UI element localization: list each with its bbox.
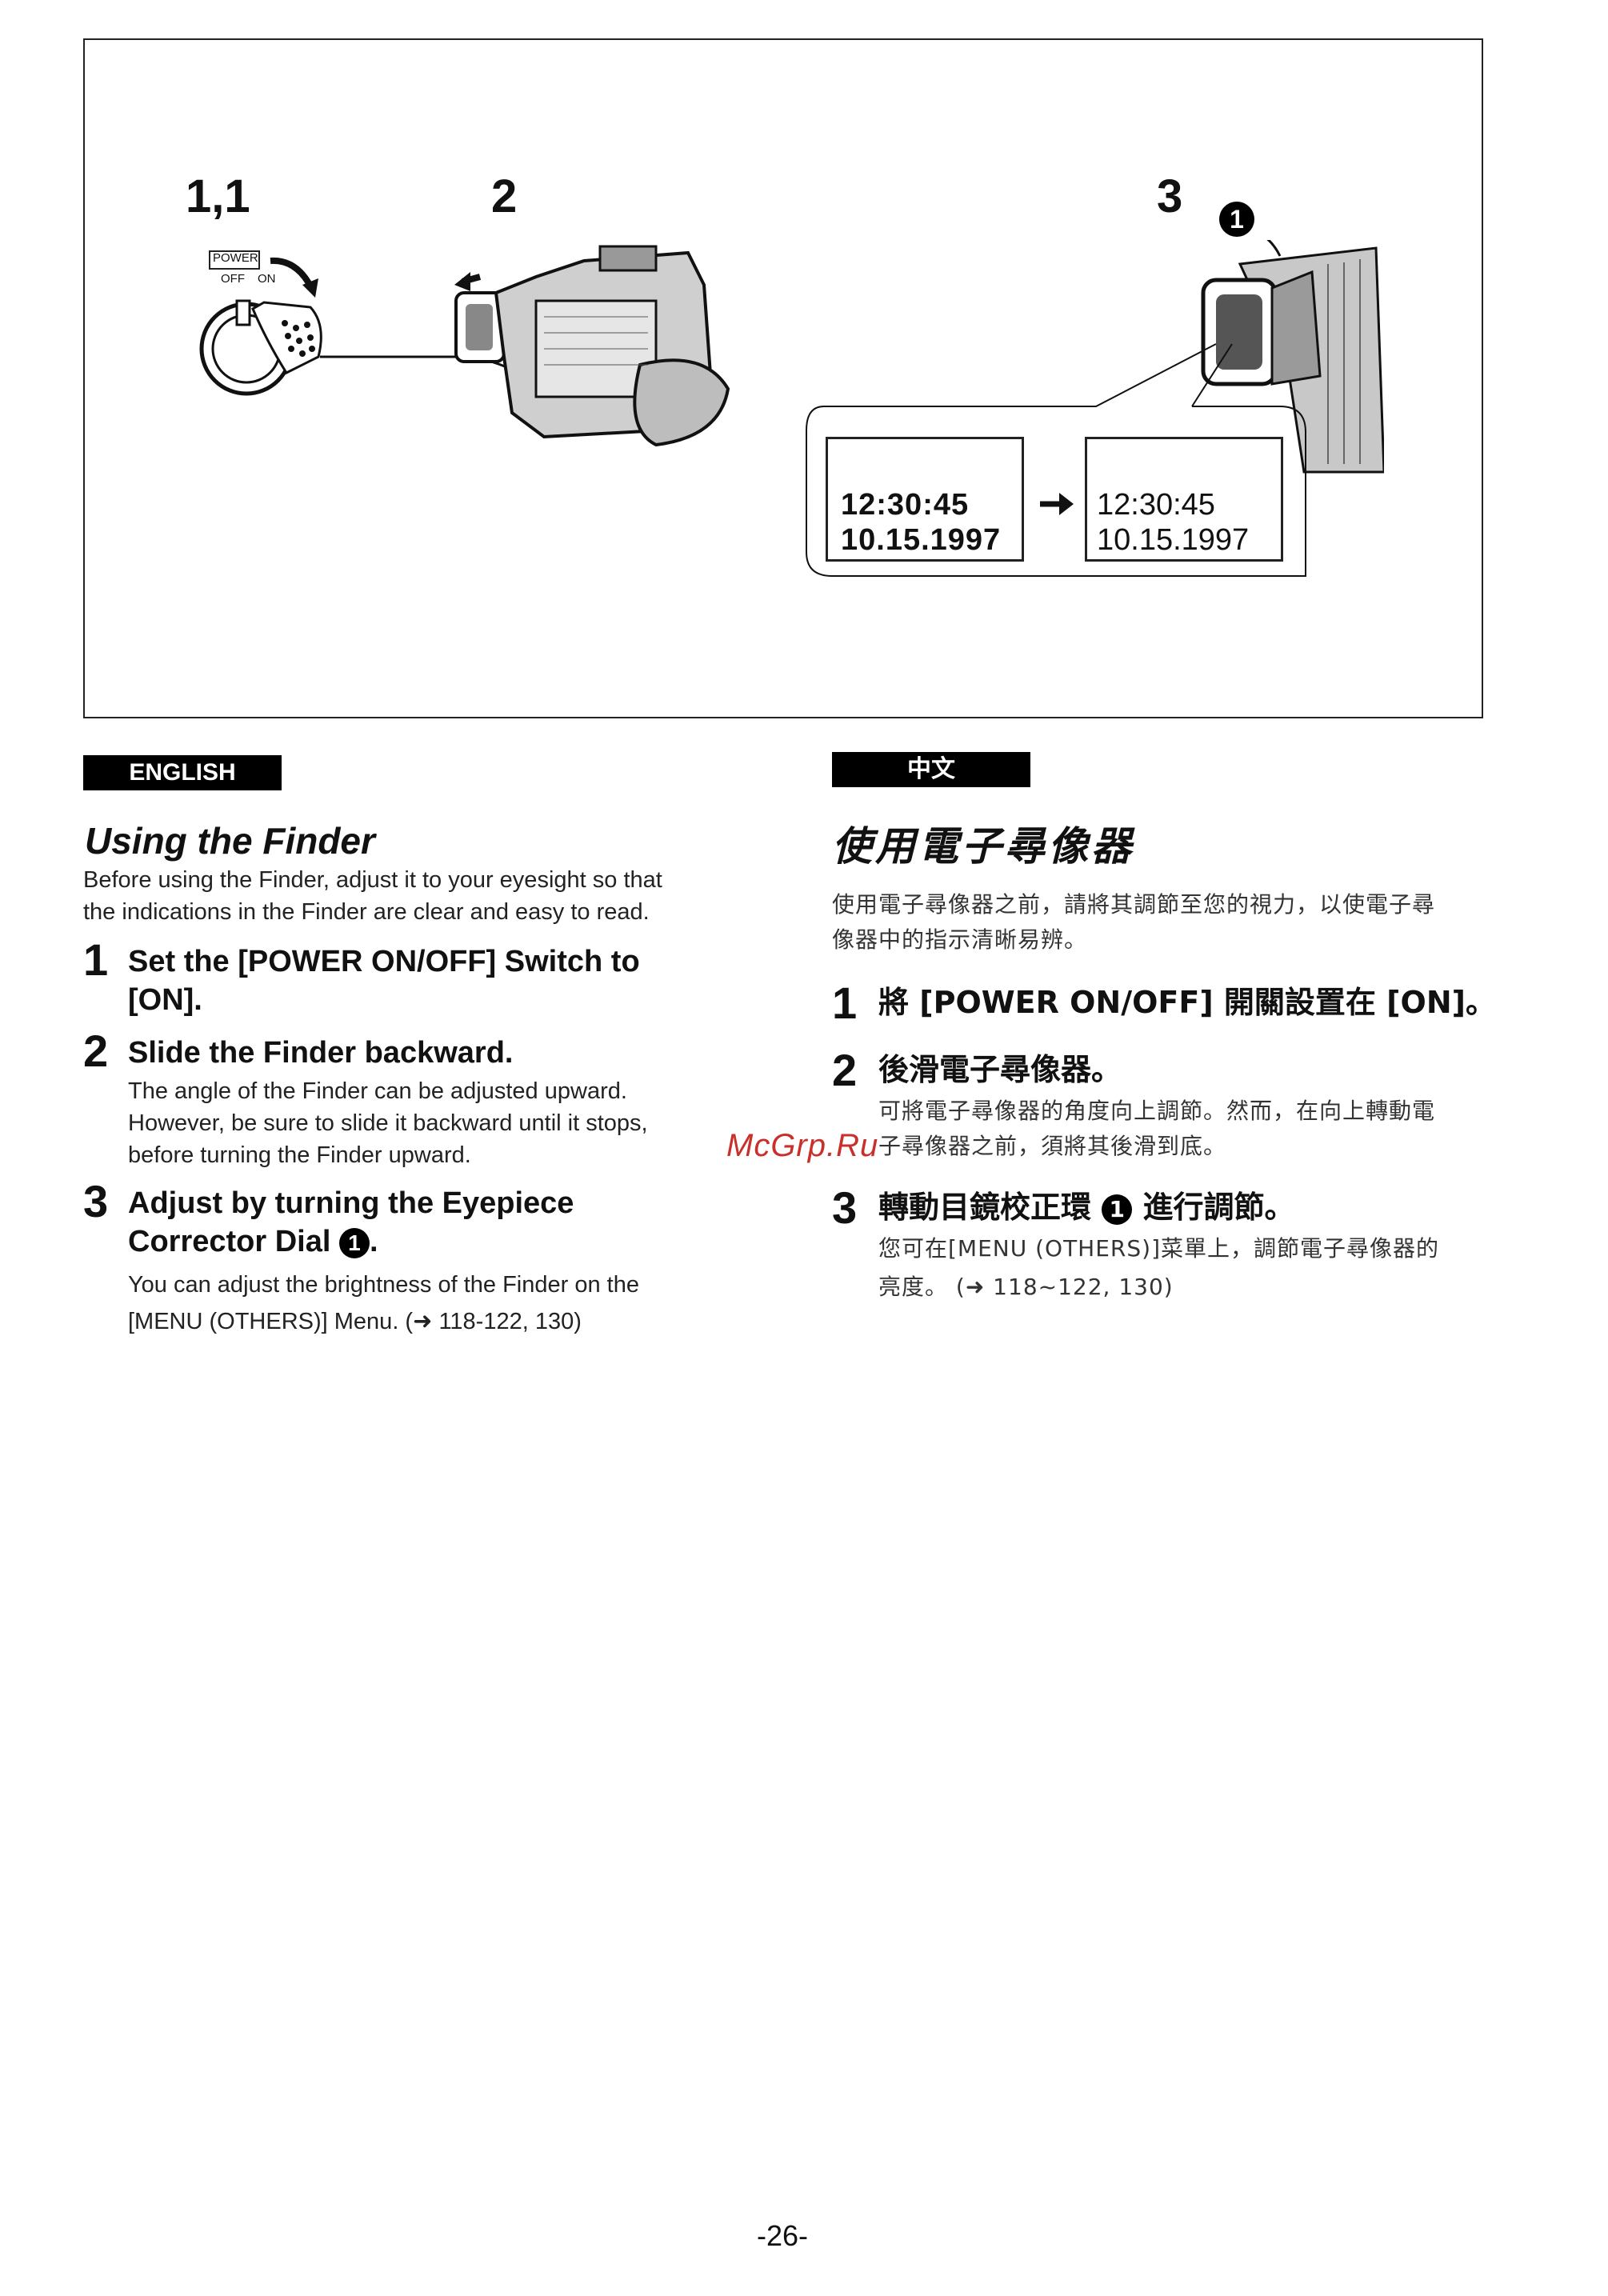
chinese-step-3-heading-pre: 轉動目鏡校正環	[878, 1190, 1092, 1225]
arrow-right-icon	[1040, 493, 1074, 515]
chinese-intro-line1: 使用電子尋像器之前，請將其調節至您的視力，以使電子尋	[832, 891, 1436, 918]
display-before: 12:30:45 10.15.1997	[826, 437, 1024, 562]
corrector-ring-callout-icon: 1	[1102, 1194, 1133, 1225]
chinese-step-3-heading: 轉動目鏡校正環 1 進行調節。	[878, 1187, 1295, 1227]
english-step-3-heading-suffix: .	[369, 1225, 378, 1258]
english-step-3-body-line1: You can adjust the brightness of the Fin…	[128, 1272, 639, 1298]
finder-closeup-illustration	[1201, 240, 1384, 474]
chinese-step-2-heading: 後滑電子尋像器。	[878, 1052, 1122, 1087]
power-label: POWER	[213, 251, 258, 265]
figure-step-3-label: 3	[1157, 170, 1183, 222]
english-title: Using the Finder	[85, 820, 375, 862]
english-step-3-heading-line1: Adjust by turning the Eyepiece	[128, 1186, 574, 1220]
on-label: ON	[258, 272, 276, 286]
chinese-tab: 中文	[832, 752, 1030, 787]
corrector-dial-callout-icon: 1	[338, 1227, 370, 1258]
illustration-frame	[83, 38, 1483, 718]
english-step-2-heading: Slide the Finder backward.	[128, 1036, 514, 1070]
english-step-1-number: 1	[83, 934, 109, 985]
english-step-3-heading-line2: Corrector Dial 1.	[128, 1222, 378, 1261]
power-switch-illustration	[199, 250, 322, 396]
figure-step-1-label: 1,1	[186, 170, 250, 222]
chinese-step-2-body-line1: 可將電子尋像器的角度向上調節。然而，在向上轉動電	[878, 1098, 1436, 1124]
english-step-2-body-line2: However, be sure to slide it backward un…	[128, 1110, 648, 1136]
display-after-date: 10.15.1997	[1097, 523, 1250, 557]
chinese-title: 使用電子尋像器	[832, 823, 1134, 870]
english-step-2-body-line1: The angle of the Finder can be adjusted …	[128, 1078, 627, 1104]
chinese-step-3-heading-post: 進行調節。	[1142, 1190, 1295, 1225]
chinese-step-2-number: 2	[832, 1045, 858, 1095]
page-number: -26-	[757, 2219, 809, 2252]
callout-bubble	[806, 343, 1306, 577]
english-step-3-body-line2: [MENU (OTHERS)] Menu. (➜ 118-122, 130)	[128, 1309, 582, 1334]
english-step-3-number: 3	[83, 1176, 109, 1226]
chinese-step-3-body-line2: 亮度。 (➜ 118~122, 130)	[878, 1274, 1174, 1300]
display-after-time: 12:30:45	[1097, 488, 1215, 522]
figure-step-2-label: 2	[491, 170, 518, 222]
english-step-3-heading-text: Corrector Dial	[128, 1225, 331, 1258]
chinese-step-1-number: 1	[832, 978, 858, 1028]
english-tab: ENGLISH	[83, 755, 282, 790]
english-step-1-heading-line1: Set the [POWER ON/OFF] Switch to	[128, 945, 640, 978]
callout-1-badge: 1	[1219, 202, 1254, 237]
display-after: 12:30:45 10.15.1997	[1085, 437, 1283, 562]
english-step-2-number: 2	[83, 1026, 109, 1076]
chinese-step-2-body-line2: 子尋像器之前，須將其後滑到底。	[878, 1133, 1227, 1159]
display-before-date: 10.15.1997	[841, 523, 1002, 557]
off-label: OFF	[221, 272, 245, 286]
english-intro-line1: Before using the Finder, adjust it to yo…	[83, 867, 662, 893]
display-before-time: 12:30:45	[841, 488, 970, 522]
chinese-step-3-body-line1: 您可在[MENU (OTHERS)]菜單上，調節電子尋像器的	[878, 1235, 1440, 1262]
english-intro-line2: the indications in the Finder are clear …	[83, 899, 650, 925]
watermark: McGrp.Ru	[726, 1128, 879, 1163]
english-step-2-body-line3: before turning the Finder upward.	[128, 1142, 471, 1168]
english-step-1-heading-line2: [ON].	[128, 983, 202, 1017]
camcorder-illustration	[454, 245, 730, 447]
chinese-intro-line2: 像器中的指示清晰易辨。	[832, 926, 1088, 953]
chinese-step-3-number: 3	[832, 1182, 858, 1233]
chinese-step-1-heading: 將 [POWER ON/OFF] 開關設置在 [ON]。	[878, 985, 1496, 1020]
